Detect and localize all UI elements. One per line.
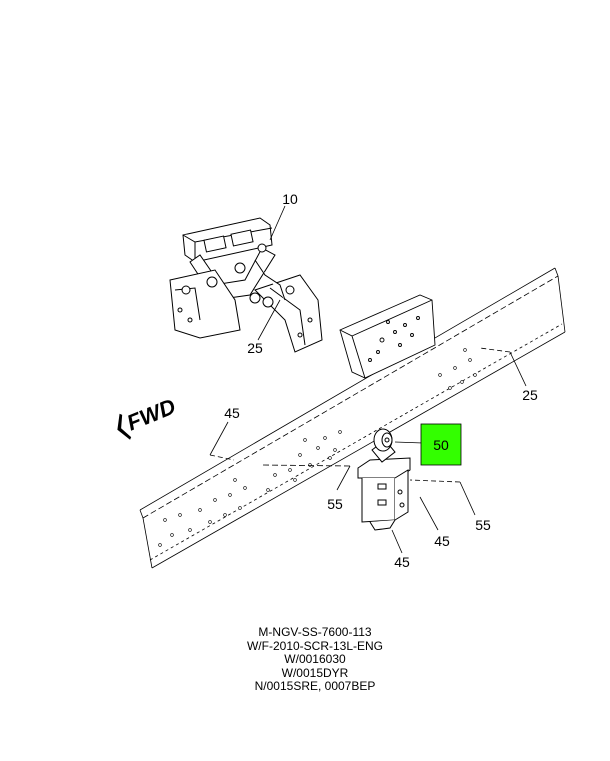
fwd-direction-indicator: FWD bbox=[117, 393, 179, 440]
callout-45-lower: 45 bbox=[394, 554, 410, 570]
callout-50-highlight[interactable]: 50 bbox=[420, 423, 462, 466]
spring-hanger-assembly bbox=[169, 217, 323, 353]
callout-25-upper: 25 bbox=[247, 340, 263, 356]
callout-55-right: 55 bbox=[475, 517, 491, 533]
leader-lines bbox=[209, 205, 527, 554]
shackle-bracket bbox=[357, 439, 411, 531]
callout-45-mid: 45 bbox=[434, 533, 450, 549]
reinforcement-plate bbox=[339, 294, 436, 379]
caption-line: W/0016030 bbox=[284, 652, 346, 667]
roller bbox=[373, 428, 393, 452]
drawing-caption: M-NGV-SS-7600-113 W/F-2010-SCR-13L-ENG W… bbox=[205, 625, 425, 694]
caption-line: W/F-2010-SCR-13L-ENG bbox=[246, 638, 384, 653]
callout-25-right: 25 bbox=[522, 387, 538, 403]
callout-55-left: 55 bbox=[327, 496, 343, 512]
arrow-left-icon bbox=[117, 413, 132, 440]
frame-rail bbox=[139, 267, 566, 569]
frame-rail-holes bbox=[158, 348, 477, 547]
fwd-label: FWD bbox=[123, 393, 179, 435]
caption-line: M-NGV-SS-7600-113 bbox=[258, 625, 372, 639]
callout-45-upper: 45 bbox=[224, 405, 240, 421]
callout-10: 10 bbox=[282, 191, 298, 207]
callout-50: 50 bbox=[433, 437, 449, 453]
caption-line: W/0015DYR bbox=[281, 665, 349, 680]
caption-line: N/0015SRE, 0007BEP bbox=[254, 679, 376, 694]
